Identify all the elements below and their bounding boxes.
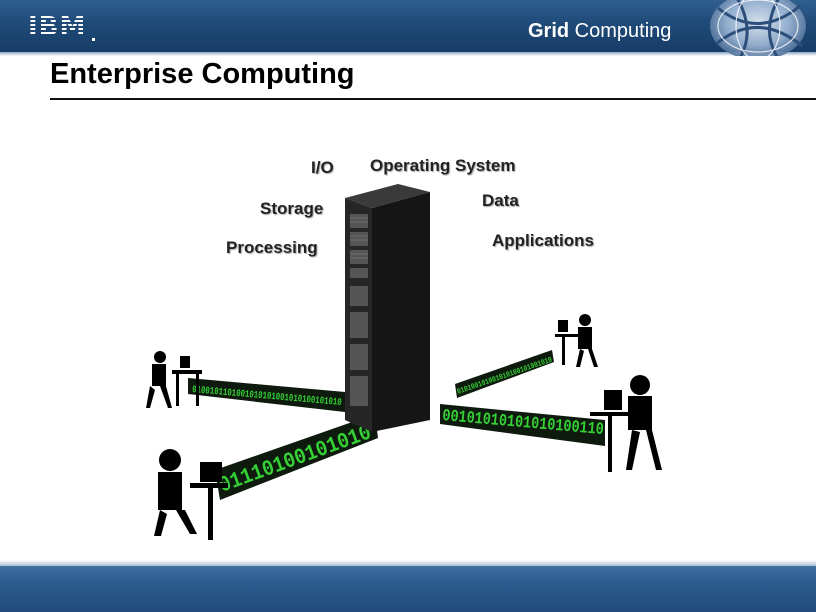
stream-left-upper: 0100101101001010101001010100101010 [188, 378, 345, 412]
footer-divider [0, 560, 816, 566]
label-data: Data [482, 191, 519, 210]
label-operating-system: Operating System [370, 156, 516, 175]
slide-title: Enterprise Computing [50, 58, 355, 90]
binary-text-right-upper: 010100101001010100101001010 [456, 356, 554, 397]
header-divider [0, 52, 816, 56]
label-io: I/O [311, 158, 334, 177]
product-name-bold: Grid [528, 20, 570, 42]
label-applications: Applications [492, 231, 595, 250]
enterprise-diagram: 0100101101001010101001010100101010 01110… [146, 184, 662, 540]
binary-text-right-lower: 00101010101010100110 [441, 407, 604, 440]
stream-left-lower: 01110100101010 [215, 414, 378, 500]
user-workstation-right [555, 314, 598, 367]
title-underline [50, 98, 816, 100]
user-workstation-bottom-left [154, 449, 228, 540]
label-processing: Processing [226, 238, 318, 257]
ibm-logo: IBM [28, 12, 87, 42]
slide-header [0, 0, 816, 52]
user-workstation-bottom-right [590, 375, 662, 472]
grid-globe-icon [710, 0, 806, 56]
slide-footer [0, 566, 816, 612]
product-name: Grid Computing [528, 20, 671, 43]
server-rack [345, 184, 430, 432]
label-storage: Storage [260, 199, 324, 218]
user-workstation-left [146, 351, 202, 408]
stream-right-lower: 00101010101010100110 [440, 404, 605, 446]
logo-trademark-dot [92, 38, 95, 41]
stream-right-upper: 010100101001010100101001010 [455, 350, 554, 398]
product-name-rest: Computing [569, 20, 672, 42]
binary-text-left-lower: 01110100101010 [216, 420, 375, 498]
